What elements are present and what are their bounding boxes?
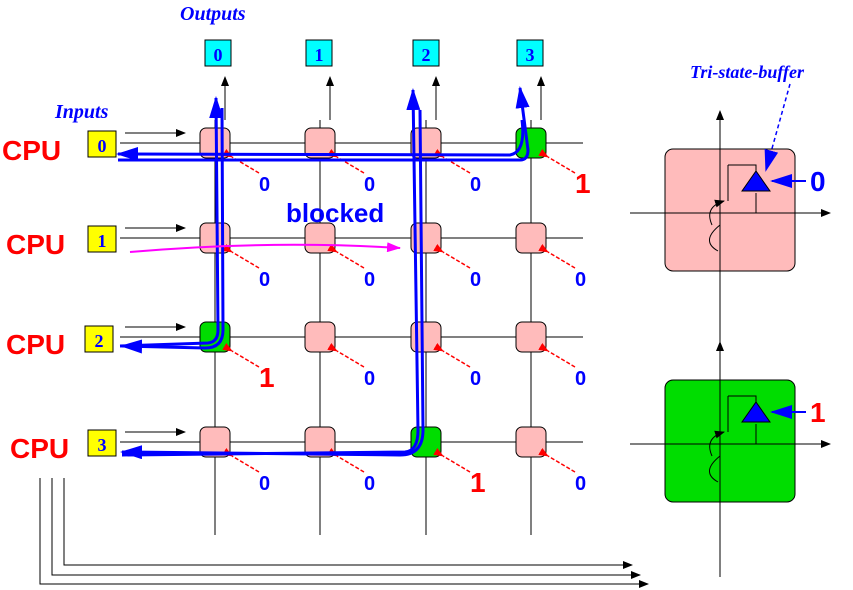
cpu-label-1: CPU — [6, 229, 65, 260]
switch-state-r3-c3: 0 — [575, 473, 586, 495]
switch-pointer-r3-c2 — [433, 447, 471, 473]
switch-matrix: 0 0 0 1 0 0 0 0 1 0 0 0 0 0 1 0 — [199, 127, 591, 498]
output-box-0 — [204, 39, 232, 67]
tri-state-buffer-icon — [741, 170, 771, 192]
tri-state-pointer — [764, 83, 791, 172]
output-label-1: 1 — [315, 45, 324, 65]
switch-r1-c0 — [199, 222, 231, 254]
switch-pointer-r0-c3 — [538, 148, 576, 174]
switch-pointer-r3-c0 — [222, 447, 260, 473]
switch-r2-c1 — [304, 321, 336, 353]
input-box-3 — [87, 429, 117, 457]
input-box-2 — [84, 325, 114, 353]
output-ports: 0 1 2 3 — [204, 39, 544, 67]
switch-state-r0-c0: 0 — [259, 174, 270, 196]
output-box-2 — [412, 39, 440, 67]
path-out2-return — [120, 109, 425, 460]
switch-pointer-r2-c2 — [433, 342, 471, 368]
input-box-1 — [87, 225, 117, 253]
output-box-1 — [305, 39, 333, 67]
output-arrows — [221, 76, 545, 120]
cpu-label-2: CPU — [6, 329, 65, 360]
switch-state-r0-c1: 0 — [364, 174, 375, 196]
tri-state-label: Tri-state-buffer — [690, 62, 805, 82]
connection-paths — [116, 86, 530, 460]
input-box-0 — [87, 130, 117, 158]
switch-state-r1-c2: 0 — [470, 269, 481, 291]
legend-state-label-1: 1 — [810, 397, 826, 428]
blocked-label: blocked — [286, 198, 384, 228]
path-cpu2-to-out0 — [119, 96, 224, 348]
switch-state-r3-c2: 1 — [470, 467, 486, 498]
input-label-0: 0 — [98, 136, 107, 156]
switch-state-r0-c2: 0 — [470, 174, 481, 196]
switch-state-r2-c3: 0 — [575, 368, 586, 390]
output-box-3 — [516, 39, 544, 67]
blocked-path — [129, 242, 401, 253]
switch-state-r0-c3: 1 — [575, 168, 591, 199]
switch-state-r1-c0: 0 — [259, 269, 270, 291]
switch-state-r1-c1: 0 — [364, 269, 375, 291]
switch-pointer-r2-c1 — [327, 342, 365, 368]
input-label-2: 2 — [95, 331, 104, 351]
switch-state-r1-c3: 0 — [575, 269, 586, 291]
switch-pointer-r3-c3 — [538, 447, 576, 473]
switch-state-r2-c1: 0 — [364, 368, 375, 390]
path-cpu0-out3 — [118, 86, 530, 162]
input-label-3: 3 — [98, 435, 107, 455]
legend-state-label-0: 0 — [810, 166, 826, 197]
cpu-label-0: CPU — [2, 135, 61, 166]
cpu-label-3: CPU — [10, 433, 69, 464]
switch-state-r3-c1: 0 — [364, 473, 375, 495]
switch-pointer-r1-c0 — [222, 243, 260, 269]
switch-state-r3-c0: 0 — [259, 473, 270, 495]
switch-pointer-r1-c2 — [433, 243, 471, 269]
legend-switch-0: 0 — [630, 110, 831, 346]
switch-pointer-r3-c1 — [327, 447, 365, 473]
inputs-title: Inputs — [54, 101, 109, 123]
switch-pointer-r2-c0 — [222, 342, 260, 368]
switch-state-r2-c2: 0 — [470, 368, 481, 390]
path-out3-return — [116, 119, 525, 162]
legend-switch-1: 1 — [630, 341, 831, 577]
switch-pointer-r2-c3 — [538, 342, 576, 368]
input-label-1: 1 — [98, 231, 107, 251]
switch-pointer-r1-c1 — [327, 243, 365, 269]
output-label-2: 2 — [422, 45, 431, 65]
switch-r1-c3 — [515, 222, 547, 254]
input-arrows — [125, 129, 186, 436]
tri-state-buffer-icon — [741, 401, 771, 423]
input-ports: 0 1 2 3 — [84, 130, 117, 457]
output-label-0: 0 — [214, 45, 223, 65]
path-out0-return — [120, 107, 225, 354]
switch-r3-c3 — [515, 426, 547, 458]
crossbar-grid — [120, 120, 583, 535]
switch-detail-legend: 01 — [630, 110, 831, 577]
switch-r2-c3 — [515, 321, 547, 353]
bottom-routing — [39, 478, 649, 588]
switch-state-r2-c0: 1 — [259, 362, 275, 393]
path-cpu3-out2 — [121, 88, 421, 457]
switch-pointer-r1-c3 — [538, 243, 576, 269]
outputs-title: Outputs — [180, 3, 246, 25]
output-label-3: 3 — [526, 45, 535, 65]
